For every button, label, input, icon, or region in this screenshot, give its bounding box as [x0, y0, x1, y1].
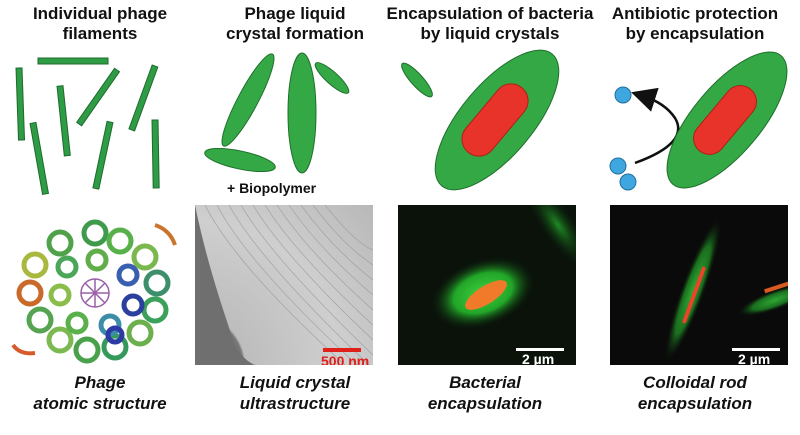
panel-title: Phage liquid crystal formation — [195, 4, 395, 44]
filament — [151, 119, 160, 189]
phage-atomic-structure-image — [11, 219, 177, 364]
filament — [92, 120, 114, 190]
panel-caption: Phage atomic structure — [0, 372, 200, 414]
filament — [29, 121, 50, 196]
phage-filaments-illustration — [15, 57, 160, 196]
liquid-crystal-ultrastructure-image: 500 nm — [195, 205, 373, 365]
caption-line-1: Bacterial — [449, 373, 521, 392]
tactoid — [204, 147, 276, 173]
panel-title: Encapsulation of bacteria by liquid crys… — [385, 4, 595, 44]
title-line-2: crystal formation — [226, 24, 364, 43]
antibiotic-protection-illustration — [609, 51, 788, 191]
panel-phage-filaments: Individual phage filaments — [0, 0, 200, 435]
bacterium — [461, 83, 529, 157]
caption-line-2: encapsulation — [427, 394, 543, 413]
caption-line-1: Colloidal rod — [643, 373, 747, 392]
scale-bar-label: 2 µm — [522, 351, 555, 365]
biopolymer-annotation: + Biopolymer — [227, 180, 317, 196]
title-line-2: by liquid crystals — [420, 24, 560, 43]
scale-bar — [516, 348, 564, 351]
panel-liquid-crystal-formation: Phage liquid crystal formation + Biopoly… — [195, 0, 395, 435]
panel-antibiotic-protection: Antibiotic protection by encapsulation — [595, 0, 795, 435]
title-line-2: filaments — [62, 24, 138, 43]
title-line-1: Antibiotic protection — [611, 4, 779, 23]
colloidal-rod-encapsulation-image: 2 µm — [610, 205, 788, 365]
antibiotic-molecule — [614, 86, 632, 104]
tactoid — [221, 53, 275, 147]
filament — [15, 67, 26, 141]
antibiotic-molecule — [619, 173, 637, 191]
caption-line-1: Phage — [74, 373, 126, 392]
filament — [56, 85, 71, 157]
bacterial-encapsulation-image: 2 µm — [398, 205, 576, 365]
caption-line-2: atomic structure — [33, 394, 167, 413]
panel-title: Individual phage filaments — [0, 4, 200, 44]
scale-bar-label: 2 µm — [738, 351, 771, 365]
panel-caption: Liquid crystal ultrastructure — [195, 372, 395, 414]
title-line-1: Phage liquid — [244, 4, 346, 23]
deflection-arrow — [631, 87, 680, 165]
title-line-1: Encapsulation of bacteria — [386, 4, 594, 23]
panel-title: Antibiotic protection by encapsulation — [595, 4, 795, 44]
tactoid — [401, 62, 433, 98]
antibiotic-molecule — [609, 157, 627, 175]
tactoid — [287, 52, 317, 174]
scale-bar — [323, 348, 361, 352]
tactoid — [314, 62, 350, 94]
panel-bacteria-encapsulation: Encapsulation of bacteria by liquid crys… — [385, 0, 594, 435]
caption-line-2: encapsulation — [637, 394, 753, 413]
caption-line-1: Liquid crystal — [239, 373, 351, 392]
panel-caption: Colloidal rod encapsulation — [595, 372, 795, 414]
liquid-crystal-illustration — [204, 52, 350, 174]
bacteria-encapsulation-illustration — [401, 49, 560, 191]
filament — [37, 57, 109, 65]
panel-caption: Bacterial encapsulation — [385, 372, 585, 414]
title-line-2: by encapsulation — [625, 24, 765, 43]
title-line-1: Individual phage — [32, 4, 168, 23]
scale-bar-label: 500 nm — [321, 353, 370, 365]
filament — [75, 67, 121, 127]
scale-bar — [732, 348, 780, 351]
filament — [128, 64, 159, 132]
bacterium — [693, 85, 757, 155]
caption-line-2: ultrastructure — [239, 394, 351, 413]
